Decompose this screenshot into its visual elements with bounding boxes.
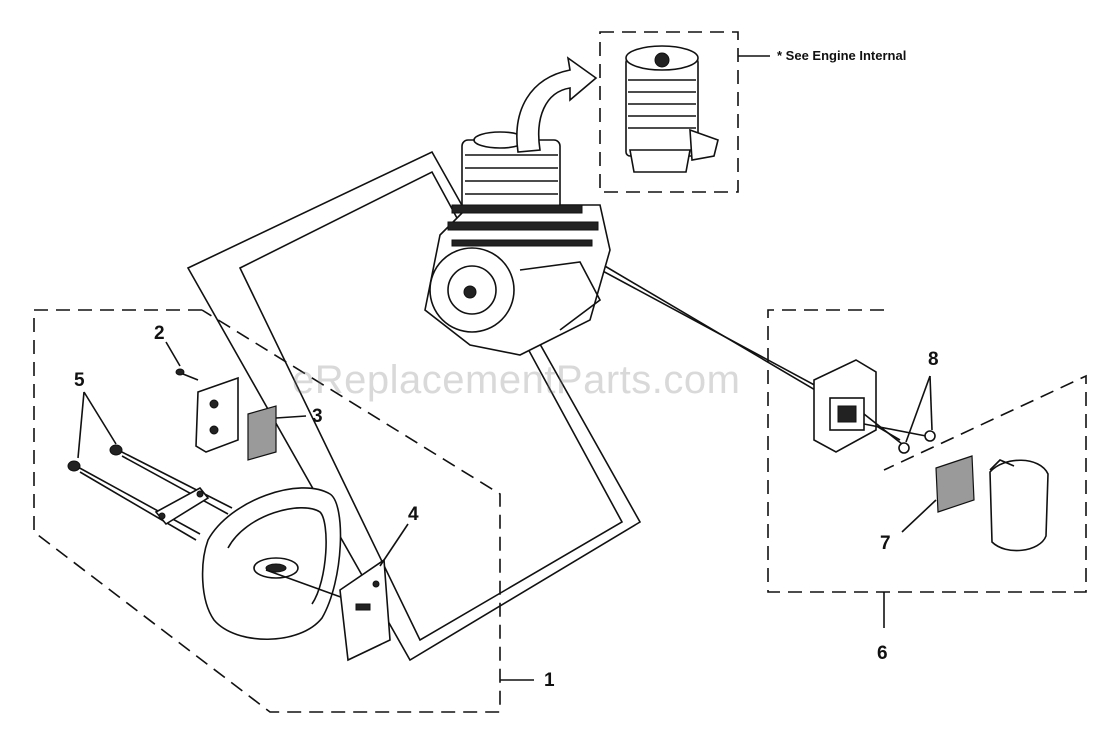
callout-3: 3 (312, 406, 323, 427)
muffler-plate (154, 486, 210, 526)
callout-5: 5 (74, 370, 85, 391)
callout-7: 7 (880, 533, 891, 554)
callout-1: 1 (544, 670, 555, 691)
air-filter-assembly-box (767, 309, 1087, 628)
callout-4: 4 (408, 504, 419, 525)
part-3-spark-arrestor-screen (247, 405, 307, 461)
see-engine-internal-note: * See Engine Internal (777, 48, 907, 63)
muffler-body (201, 487, 361, 641)
callout-6: 6 (877, 643, 888, 664)
part-7-filter-element (901, 455, 975, 533)
part-5-bolts (67, 391, 233, 541)
see-internal-arrow (516, 56, 598, 153)
watermark: eReplacementParts.com (292, 358, 741, 402)
air-filter-cover (989, 459, 1049, 552)
callout-8: 8 (928, 349, 939, 370)
muffler-assembly-box (33, 309, 534, 713)
callout-2: 2 (154, 323, 165, 344)
air-filter-base (813, 359, 927, 453)
part-8-nuts (898, 375, 936, 454)
part-2-bracket (165, 341, 239, 453)
engine-assembly (424, 131, 611, 356)
part-4-gasket (339, 523, 409, 662)
engine-internal-box (599, 31, 770, 193)
